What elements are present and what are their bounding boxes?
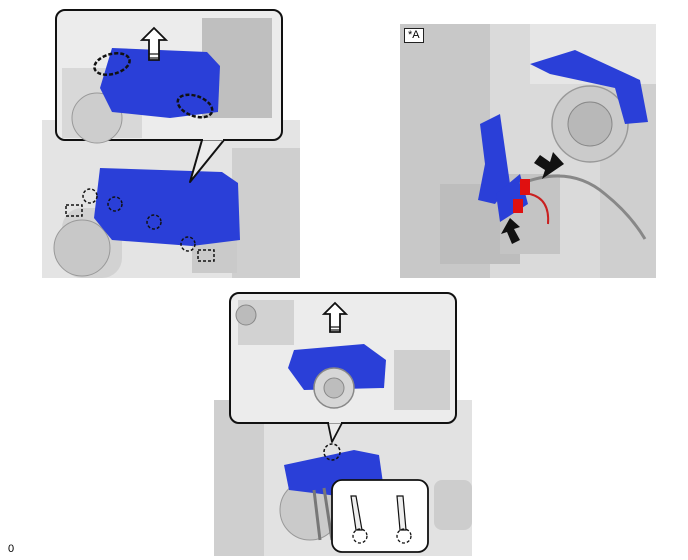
lower-cover-part (94, 168, 240, 246)
upper-cover-part (288, 344, 386, 390)
blue-bracket-part (478, 114, 510, 204)
red-connector-part (513, 199, 523, 213)
up-arrow-icon (501, 218, 520, 244)
clip-circle-icon (180, 236, 196, 252)
blue-bracket-part (530, 50, 648, 124)
clip-circle-icon (323, 443, 341, 461)
up-arrow-icon (139, 26, 169, 61)
panel-top-right: *A (400, 24, 656, 278)
upper-cover-part (100, 48, 220, 118)
clip-rect-icon (197, 249, 215, 262)
callout-label-a: *A (404, 28, 424, 43)
clip-circle-icon (176, 93, 214, 119)
clip-circle-icon (146, 214, 162, 230)
figure-id: 0 (8, 543, 15, 555)
diagonal-arrow-icon (534, 152, 564, 179)
clip-circle-icon (107, 196, 123, 212)
clip-circle-icon (82, 188, 98, 204)
red-connector-part (520, 179, 530, 195)
claw-detail-icon (331, 479, 429, 553)
clip-circle-icon (93, 52, 131, 76)
up-arrow-icon (321, 301, 349, 333)
panel-bottom-center (214, 290, 472, 556)
clip-rect-icon (65, 204, 83, 217)
panel-top-left (42, 8, 300, 278)
